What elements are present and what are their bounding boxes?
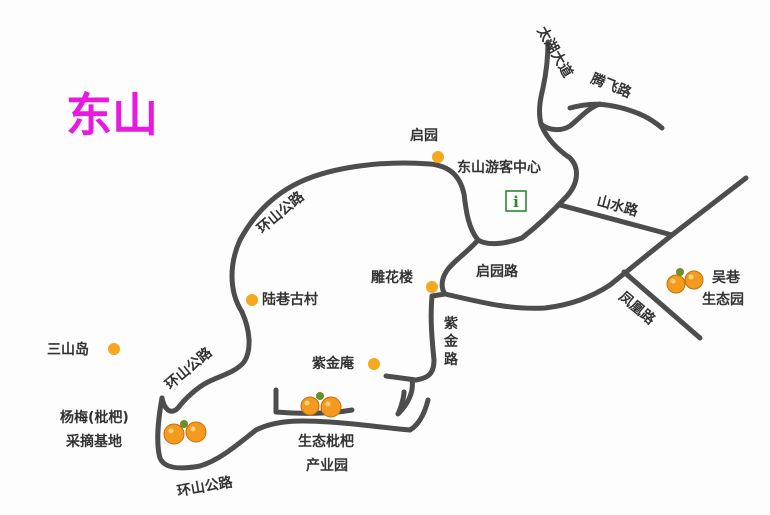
road-taihu-loop xyxy=(538,101,603,133)
label-eco-loquat-line1: 生态枇杷 xyxy=(298,433,354,450)
label-wuxiang-line2: 生态园 xyxy=(702,291,744,308)
loquat-fruit-icon-yangmei xyxy=(163,420,207,445)
svg-text:紫金路: 紫金路 xyxy=(443,315,459,368)
map-title: 东山 xyxy=(66,88,158,142)
svg-text:腾飞路: 腾飞路 xyxy=(589,70,635,102)
label-wuxiang-line1: 吴巷 xyxy=(712,269,741,286)
road-tengfei xyxy=(567,101,665,131)
road-label-qiyuan: 启园路 xyxy=(476,263,519,280)
svg-text:启园路: 启园路 xyxy=(476,263,519,280)
label-sanshan-island: 三山岛 xyxy=(47,341,89,358)
road-huanshan-north xyxy=(229,160,525,315)
svg-text:环山公路: 环山公路 xyxy=(176,473,235,500)
info-icon[interactable]: i xyxy=(505,190,527,212)
poi-sanshan-dot xyxy=(108,343,120,355)
road-zijin xyxy=(383,291,448,383)
road-label-taihu-avenue: 太湖大道 xyxy=(534,24,577,81)
poi-zijinan-dot xyxy=(368,358,380,370)
road-label-huanshan-south: 环山公路 xyxy=(176,473,235,500)
label-yangmei-line2: 采摘基地 xyxy=(65,433,122,450)
road-network xyxy=(155,39,749,471)
road-huanshan-west xyxy=(159,309,252,414)
road-taihu-avenue xyxy=(519,39,579,241)
poi-luxiang-dot xyxy=(246,294,258,306)
loquat-fruit-icon-wuxiang xyxy=(666,268,704,294)
poi-qiyuan-dot xyxy=(432,151,444,163)
label-eco-loquat-line2: 产业园 xyxy=(306,457,348,474)
road-label-zijin-char: 路 xyxy=(444,351,459,368)
road-fenghuang xyxy=(621,269,703,341)
road-zijin-branch xyxy=(395,377,415,417)
info-icon-text: i xyxy=(513,193,519,211)
road-huanshan-south xyxy=(155,395,413,471)
label-zijin-an: 紫金庵 xyxy=(312,355,355,372)
svg-text:环山公路: 环山公路 xyxy=(162,343,217,393)
label-visitor-center: 东山游客中心 xyxy=(457,159,541,176)
road-shanshui xyxy=(557,202,675,238)
road-label-huanshan-west: 环山公路 xyxy=(162,343,217,393)
label-qiyuan: 启园 xyxy=(410,127,438,144)
road-label-zijin-char: 金 xyxy=(443,333,459,350)
label-yangmei-line1: 杨梅(枇杷) xyxy=(60,409,129,426)
road-label-zijin: 紫金路 xyxy=(443,315,459,368)
loquat-fruit-icon-eco-park xyxy=(300,392,342,418)
poi-diaohualou-dot xyxy=(426,281,438,293)
road-label-zijin-char: 紫 xyxy=(444,315,458,332)
road-label-tengfei: 腾飞路 xyxy=(589,70,635,102)
svg-text:太湖大道: 太湖大道 xyxy=(534,24,577,81)
label-diaohualou: 雕花楼 xyxy=(371,269,413,286)
road-diagonal-east xyxy=(442,175,749,311)
road-qiyuan xyxy=(439,237,481,297)
road-branch-east xyxy=(407,397,431,433)
label-luxiang-village: 陆巷古村 xyxy=(262,291,318,308)
